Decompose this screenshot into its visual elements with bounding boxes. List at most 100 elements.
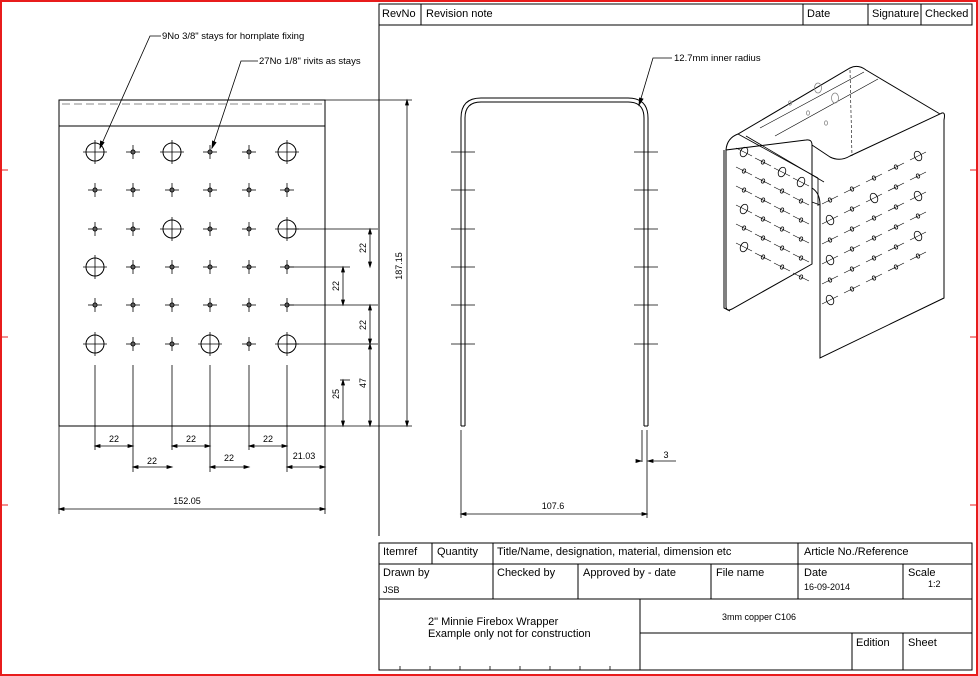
iso-right-panel [811,112,945,359]
iso-right-hole [843,284,861,294]
iso-right-hole [843,204,861,214]
iso-right-hole [909,171,927,181]
iso-left-panel-outer [725,139,813,311]
iso-right-hole [909,211,927,221]
revision-note-header: Revision note [426,8,493,20]
side-rivet-mark [634,149,658,155]
iso-top-hole [806,110,811,116]
iso-rivet-hole [773,243,791,253]
rivet-hole [126,298,140,312]
stays-note: 9No 3/8" stays for hornplate fixing [162,31,304,42]
side-rivet-mark [451,187,475,193]
rivet-hole [203,298,217,312]
iso-top-hole [814,82,822,94]
article-no-label: Article No./Reference [804,546,909,558]
iso-right-hole [821,294,839,306]
iso-right-hole [887,262,905,272]
iso-right-hole [865,213,883,223]
iso-rivet-hole [792,196,810,206]
iso-top-hole [831,92,839,104]
iso-right-hole [887,182,905,192]
rev-date-header: Date [807,8,831,20]
iso-rivet-hole [754,252,772,262]
rivet-hole [126,337,140,351]
iso-top-edge [725,65,941,151]
itemref-label: Itemref [383,546,418,558]
plate-outline [58,99,326,427]
iso-rivet-hole [754,157,772,167]
stay-hole [160,217,184,241]
material-text: 3mm copper C106 [722,612,797,622]
bottom-ticks [399,666,611,670]
side-rivet-mark [451,264,475,270]
side-rivet-mark [634,226,658,232]
iso-rivet-hole [754,233,772,243]
leader-lines [99,35,672,150]
checked-by-label: Checked by [497,567,556,579]
iso-rivet-hole [773,186,791,196]
description-line2: Example only not for construction [428,628,591,640]
side-rivet-mark [634,302,658,308]
iso-right-hole [887,162,905,172]
iso-top-hole [824,120,829,126]
rivet-hole [165,183,179,197]
iso-right-hole [865,273,883,283]
rivet-hole [126,260,140,274]
iso-top-hole [788,100,793,106]
side-rivet-mark [634,264,658,270]
iso-right-hole [821,275,839,285]
iso-rivet-hole [735,185,753,195]
rivet-hole [242,337,256,351]
dim-152-05: 152.05 [173,496,201,506]
rivet-hole [280,183,294,197]
iso-stay-hole [792,176,810,188]
iso-right-hole [821,195,839,205]
iso-right-hole [821,254,839,266]
iso-rivet-hole [754,195,772,205]
iso-rivet-hole [792,272,810,282]
dim-22-y2: 22 [331,281,341,291]
dim-3: 3 [663,450,668,460]
iso-right-hole [821,235,839,245]
file-name-label: File name [716,567,765,579]
rivet-hole [165,298,179,312]
scale-value: 1:2 [928,579,941,589]
iso-stay-hole [735,146,753,158]
scale-label: Scale [908,567,936,579]
stay-hole [160,140,184,164]
rivet-hole [242,298,256,312]
drawn-by-value: JSB [383,585,400,595]
iso-hole-pattern [735,82,927,306]
sheet-label: Sheet [908,637,937,649]
stay-hole [83,332,107,356]
iso-right-hole [821,214,839,226]
iso-rivet-hole [773,224,791,234]
rivets-note: 27No 1/8" rivits as stays [259,56,361,67]
checked-header: Checked [925,8,969,20]
iso-rivet-hole [792,215,810,225]
rev-no-header: RevNo [382,8,416,20]
dimension-lines [57,98,676,518]
iso-rivet-hole [735,223,753,233]
wrapper-inner-profile [464,101,645,426]
revision-table [378,3,973,536]
wrapper-outer-profile [460,97,649,426]
signature-header: Signature [872,8,920,20]
rivet-hole [165,260,179,274]
dim-22-x4: 22 [224,453,234,463]
iso-right-hole [865,173,883,183]
title-block-lines [378,542,973,671]
hole-pattern [83,140,299,356]
side-rivet-mark [451,226,475,232]
iso-right-hole [909,230,927,242]
rivet-hole [242,222,256,236]
edition-label: Edition [856,637,890,649]
isometric-view [723,65,945,359]
side-rivet-mark [451,302,475,308]
iso-right-hole [887,222,905,232]
stay-hole [275,140,299,164]
side-rivet-mark [451,341,475,347]
rivet-hole [88,222,102,236]
rivet-hole [88,298,102,312]
